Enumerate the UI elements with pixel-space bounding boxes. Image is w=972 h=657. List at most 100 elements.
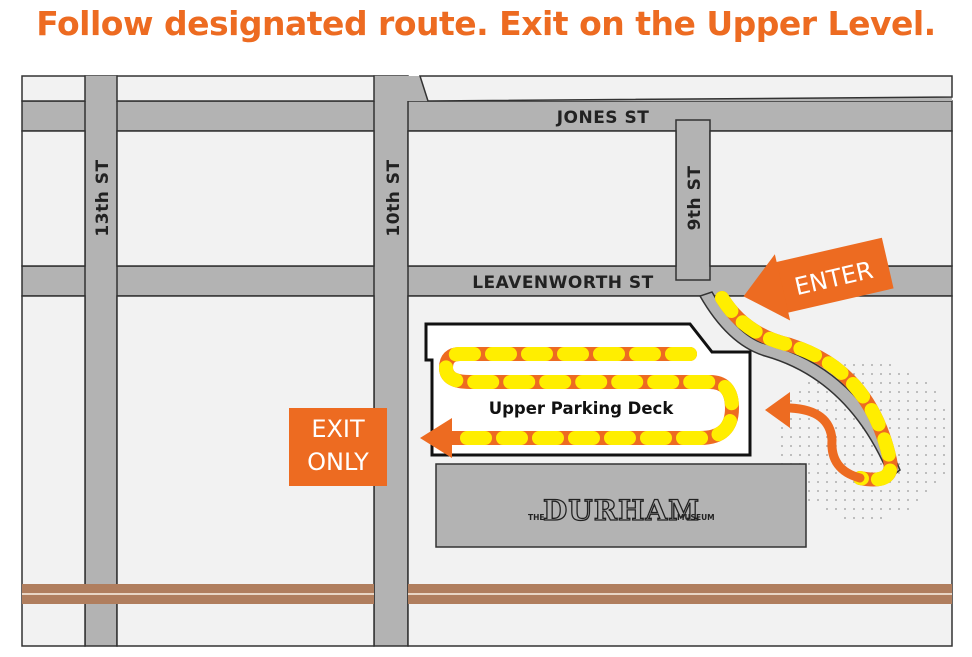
map-dot [898,373,900,375]
map-dot [925,400,927,402]
map-dot [889,382,891,384]
map-dot [790,418,792,420]
map-dot [934,454,936,456]
map-dot [907,382,909,384]
map-dot [898,400,900,402]
map-dot [835,499,837,501]
exit-arrow-icon [420,418,452,458]
map-dot [862,463,864,465]
map-dot [943,427,945,429]
map-dot [871,463,873,465]
map-dot [835,409,837,411]
map-dot [898,490,900,492]
map-dot [943,436,945,438]
map-dot [799,418,801,420]
map-dot [808,427,810,429]
map-dot [871,508,873,510]
map-dot [826,400,828,402]
map-dot [916,490,918,492]
map-dot [934,481,936,483]
map-dot [781,445,783,447]
map-dot [889,364,891,366]
map-dot [907,508,909,510]
leavenworth-street-label: LEAVENWORTH ST [472,273,654,293]
map-dot [916,391,918,393]
map-dot [943,445,945,447]
map-dot [844,409,846,411]
map-dot [916,445,918,447]
map-dot [817,454,819,456]
map-dot [925,391,927,393]
map-dot [898,445,900,447]
map-dot [799,391,801,393]
map-dot [916,436,918,438]
map-dot [781,454,783,456]
map-dot [844,508,846,510]
map-dot [835,427,837,429]
map-dot [844,364,846,366]
map-dot [862,436,864,438]
map-dot [826,463,828,465]
map-dot [907,472,909,474]
parking-deck-label: Upper Parking Deck [489,399,675,418]
map-dot [862,454,864,456]
exit-label-line2: ONLY [307,448,369,476]
map-dot [790,427,792,429]
map-dot [826,391,828,393]
map-dot [925,418,927,420]
map-dot [943,409,945,411]
map-dot [835,472,837,474]
map-dot [916,427,918,429]
map-dot [835,508,837,510]
map-dot [844,427,846,429]
map-dot [835,400,837,402]
map-dot [934,418,936,420]
map-dot [880,508,882,510]
map-dot [808,472,810,474]
map-dot [889,391,891,393]
map-dot [853,517,855,519]
map-dot [817,436,819,438]
map-dot [871,364,873,366]
map-dot [907,499,909,501]
map-dot [880,499,882,501]
map-dot [907,409,909,411]
map-dot [934,400,936,402]
map-dot [808,499,810,501]
map-dot [835,490,837,492]
map-dot [808,454,810,456]
map-dot [826,490,828,492]
map-dot [898,499,900,501]
map-dot [934,391,936,393]
map-dot [880,373,882,375]
exit-label-line1: EXIT [311,415,365,443]
map-dot [934,409,936,411]
map-dot [943,463,945,465]
map-dot [844,517,846,519]
map-dot [898,391,900,393]
jones-street-label: JONES ST [556,108,650,128]
map-dot [781,436,783,438]
map-dot [916,499,918,501]
enter-arrow-icon [743,254,791,321]
map-dot [808,481,810,483]
map-dot [853,499,855,501]
map-dot [790,400,792,402]
map-dot [817,472,819,474]
map-dot [898,382,900,384]
map-dot [943,472,945,474]
map-dot [907,490,909,492]
map-dot [844,481,846,483]
map-dot [853,445,855,447]
map-dot [808,463,810,465]
exit-only-callout: EXIT ONLY [289,408,387,486]
map-dot [817,499,819,501]
map-dot [889,508,891,510]
map-dot [880,463,882,465]
map-dot [844,436,846,438]
map-dot [907,445,909,447]
map-dot [889,409,891,411]
map-dot [862,445,864,447]
map-dot [889,499,891,501]
map-dot [817,490,819,492]
